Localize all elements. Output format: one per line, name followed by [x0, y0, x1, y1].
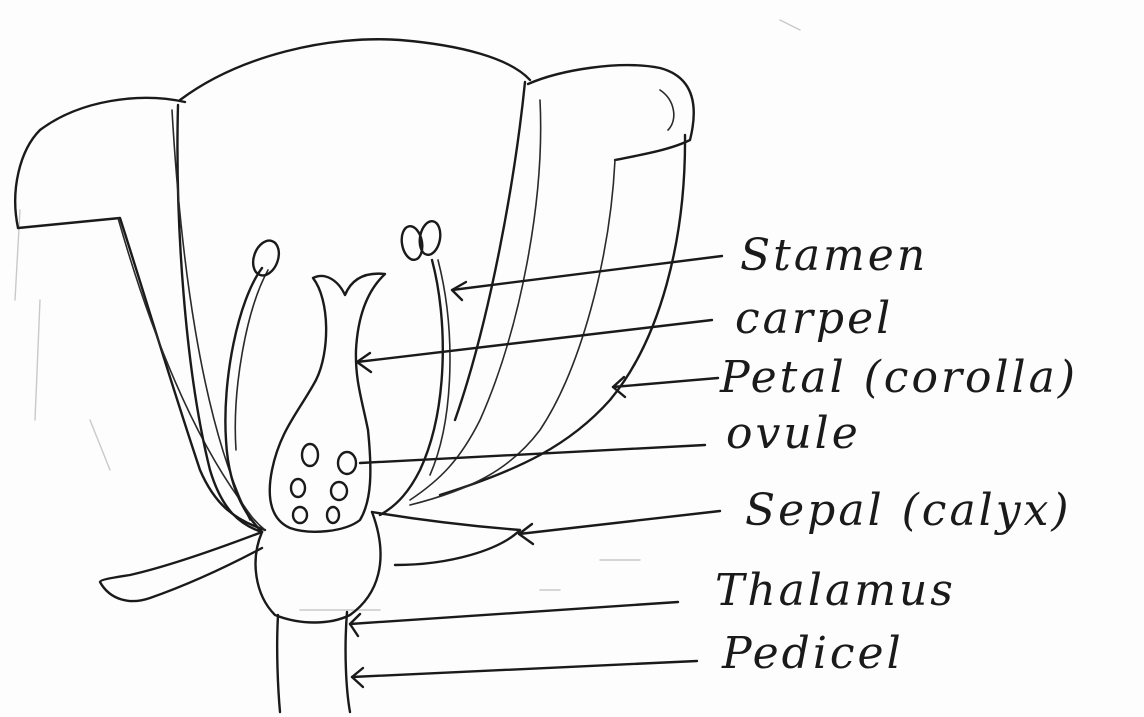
carpel [270, 274, 385, 532]
label-stamen: Stamen [740, 230, 928, 281]
ovule [291, 444, 356, 523]
label-petal: Petal (corolla) [719, 352, 1078, 403]
pedicel [277, 612, 350, 712]
label-pedicel: Pedicel [721, 628, 904, 679]
label-carpel: carpel [735, 293, 893, 344]
label-ovule: ovule [726, 408, 861, 459]
stamen [225, 220, 450, 532]
label-thalamus: Thalamus [715, 565, 956, 616]
thalamus [256, 512, 381, 623]
paper-bleed-marks [15, 20, 800, 610]
leader-lines [350, 256, 722, 687]
sepal-calyx [100, 512, 520, 601]
label-sepal: Sepal (calyx) [745, 485, 1072, 536]
labels: Stamen carpel Petal (corolla) ovule Sepa… [715, 230, 1078, 679]
